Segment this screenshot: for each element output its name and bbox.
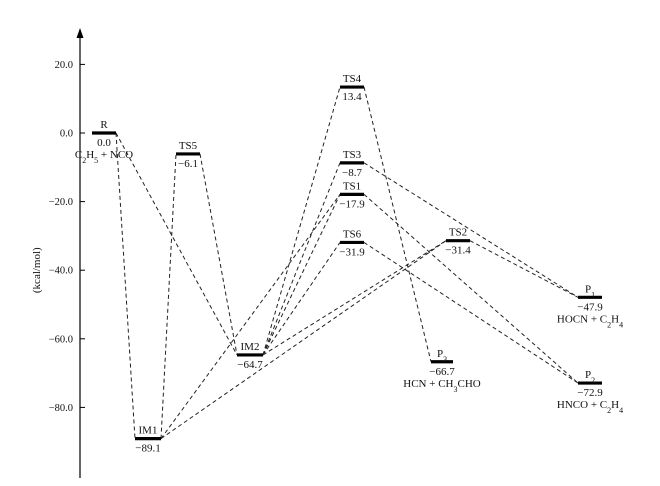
connection-IM1-TS2 <box>160 240 447 440</box>
y-axis: 20.0 0.0 −20.0 −40.0 −60.0 −80.0 (kcal/mol) <box>31 28 85 478</box>
level-label-IM2: IM2 <box>241 341 260 353</box>
level-IM1: IM1 −89.1 <box>135 425 161 455</box>
level-TS6: TS6 −31.9 <box>339 228 365 258</box>
level-value-P1: −47.9 <box>577 301 603 313</box>
connection-TS3-P1 <box>363 162 579 298</box>
level-IM2: IM2 −64.7 <box>237 341 263 371</box>
connection-R-IM1 <box>115 132 136 439</box>
level-species-R: C2H5 + NCO <box>75 149 133 165</box>
level-value-TS6: −31.9 <box>339 246 365 258</box>
level-value-TS1: −17.9 <box>339 198 365 210</box>
level-label-TS4: TS4 <box>343 73 362 85</box>
connection-IM2-TS2 <box>262 240 447 356</box>
level-label-P3: P3 <box>437 348 447 364</box>
level-value-TS4: 13.4 <box>342 91 362 103</box>
y-tick-label: 20.0 <box>55 60 73 71</box>
y-tick-label: −80.0 <box>49 403 73 414</box>
level-label-TS6: TS6 <box>343 228 362 240</box>
level-TS4: TS4 13.4 <box>340 73 364 103</box>
level-value-P3: −66.7 <box>429 366 455 378</box>
connections <box>115 86 579 440</box>
level-species-P1: HOCN + C2H4 <box>557 313 623 329</box>
level-label-P1: P1 <box>585 283 595 299</box>
level-species-P3: HCN + CH3CHO <box>403 378 480 394</box>
connection-IM2-TS1 <box>262 194 341 356</box>
y-tick-label: 0.0 <box>60 129 73 140</box>
level-value-TS3: −8.7 <box>342 167 362 179</box>
connection-TS2-P1 <box>469 240 579 298</box>
y-tick-label: −40.0 <box>49 266 73 277</box>
level-TS1: TS1 −17.9 <box>339 180 365 210</box>
connection-TS6-P2 <box>363 241 579 384</box>
level-value-IM1: −89.1 <box>135 443 160 455</box>
level-value-P2: −72.9 <box>577 387 603 399</box>
level-TS5: TS5 −6.1 <box>176 140 200 170</box>
connection-IM2-TS3 <box>262 162 341 356</box>
connection-IM2-TS4 <box>262 86 341 356</box>
y-tick-label: −60.0 <box>49 334 73 345</box>
level-TS2: TS2 −31.4 <box>445 227 471 257</box>
level-label-TS2: TS2 <box>449 227 467 239</box>
connection-TS5-IM2 <box>199 153 238 356</box>
connection-IM2-TS6 <box>262 242 341 356</box>
level-value-IM2: −64.7 <box>237 359 263 371</box>
connection-IM1-TS1 <box>160 194 341 439</box>
level-label-TS1: TS1 <box>343 180 361 192</box>
connection-TS1-P2 <box>363 194 579 384</box>
level-label-R: R <box>100 119 108 131</box>
y-tick-label: −20.0 <box>49 197 73 208</box>
level-label-TS5: TS5 <box>179 140 198 152</box>
y-axis-label: (kcal/mol) <box>31 247 43 293</box>
level-value-R: 0.0 <box>97 137 111 149</box>
connection-IM1-TS5 <box>160 153 177 439</box>
y-axis-arrow <box>76 28 84 38</box>
level-TS3: TS3 −8.7 <box>340 149 364 179</box>
level-label-IM1: IM1 <box>139 425 158 437</box>
connection-R-IM2 <box>115 132 238 356</box>
level-species-P2: HNCO + C2H4 <box>557 399 623 415</box>
level-value-TS2: −31.4 <box>445 245 471 257</box>
level-label-P2: P2 <box>585 369 595 385</box>
level-label-TS3: TS3 <box>343 149 362 161</box>
level-value-TS5: −6.1 <box>178 158 198 170</box>
